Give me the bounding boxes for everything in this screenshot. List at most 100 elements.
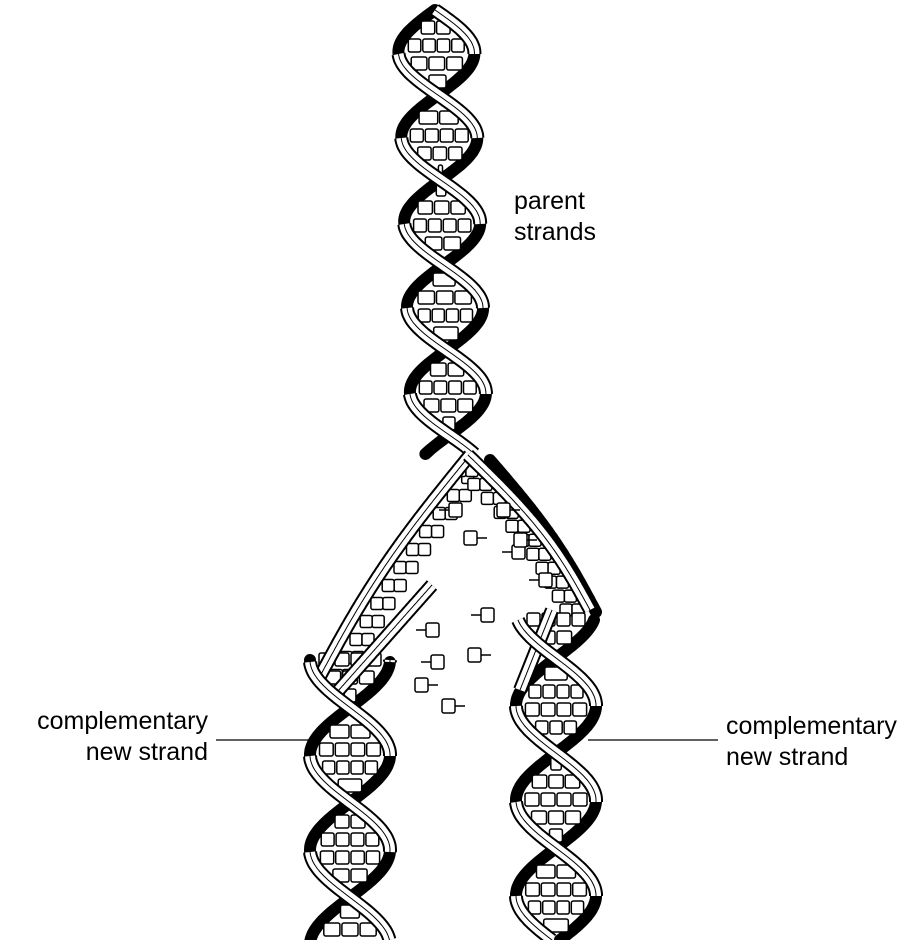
fork-left-base [432,526,444,538]
parent-base-pair [414,219,427,232]
right-daughter-base-pair [557,883,571,896]
parent-base-pair [428,219,441,232]
left-daughter-base-pair [335,743,349,756]
parent-base-pair [437,291,454,304]
left-daughter-base-pair [335,815,349,828]
parent-base-pair [435,201,449,214]
parent-base-pair [460,309,472,322]
fork-left-base [394,580,406,592]
right-daughter-base-pair [543,901,555,914]
parent-base-pair [431,363,447,376]
parent-base-pair [458,399,473,412]
right-daughter-base-pair [573,793,587,806]
free-nucleotide [431,655,444,669]
parent-base-pair [418,201,432,214]
parent-base-pair [421,21,435,34]
right-daughter-base-pair [527,613,540,626]
parent-base-pair [444,237,461,250]
fork-left-base [383,598,395,610]
right-daughter-base-pair [525,703,539,716]
parent-base-pair [419,111,438,124]
free-nucleotide [415,678,428,692]
right-new-strand-label: complementary new strand [726,711,897,773]
fork-right-base [506,520,518,532]
free-nucleotide [426,623,439,637]
parent-strands-label: parent strands [514,186,596,248]
right-daughter-base-pair [557,793,571,806]
right-daughter-base-pair [532,775,547,788]
parent-base-pair [419,381,432,394]
parent-base-pair [408,39,421,52]
parent-base-pair [446,309,458,322]
parent-base-pair [449,147,462,160]
parent-base-pair [433,147,446,160]
left-daughter-base-pair [351,833,364,846]
right-daughter-base-pair [549,811,564,824]
left-daughter-base-pair [336,851,349,864]
left-daughter-base-pair [320,743,334,756]
right-daughter-base-pair [557,685,569,698]
fork-right-base [552,590,564,602]
left-daughter-base-pair [351,743,365,756]
right-daughter-base-pair [537,865,556,878]
parent-base-pair [437,39,450,52]
parent-base-pair [449,381,462,394]
left-daughter-base-pair [366,851,379,864]
parent-base-pair [432,309,444,322]
left-daughter-base-pair [367,743,381,756]
parent-base-pair [418,291,435,304]
left-daughter-base-pair [337,761,349,774]
parent-strands-label-line1: parent [514,186,596,217]
right-daughter-base-pair [564,721,576,734]
fork-left-base [371,598,383,610]
parent-base-pair [443,219,456,232]
right-daughter-base-pair [550,721,562,734]
left-daughter-base-pair [342,923,358,936]
left-daughter-base-pair [321,833,334,846]
fork-left-base [406,562,418,574]
fork-left-base [372,616,384,628]
right-daughter-base-pair [573,703,587,716]
fork-right-base [481,492,493,504]
free-nucleotide [442,699,455,713]
fork-left-base [407,544,419,556]
right-daughter-base-pair [566,811,581,824]
left-new-strand-label-line2: new strand [37,737,208,768]
right-daughter-base-pair [541,703,555,716]
parent-base-pair [429,57,445,70]
right-daughter-base-pair [529,685,541,698]
parent-base-pair [440,129,453,142]
parent-base-pair [441,399,456,412]
parent-base-pair [464,381,477,394]
left-daughter-base-pair [330,725,349,738]
parent-base-pair [423,39,436,52]
free-nucleotide [497,503,510,517]
right-new-strand-label-line2: new strand [726,742,897,773]
free-nucleotide [449,503,462,517]
left-daughter-base-pair [365,761,377,774]
left-new-strand-label-line1: complementary [37,706,208,737]
free-nucleotide [468,648,481,662]
left-daughter-base-pair [336,833,349,846]
parent-strands-label-line2: strands [514,217,596,248]
right-daughter-base-pair [541,793,555,806]
left-daughter-base-pair [351,869,367,882]
right-daughter-base-pair [571,901,583,914]
right-daughter-base-pair [557,703,571,716]
right-daughter-base-pair [557,613,570,626]
free-nucleotide [481,608,494,622]
right-daughter-base-pair [573,883,587,896]
fork-left-base [360,616,372,628]
right-daughter-base-pair [557,901,569,914]
parent-base-pair [447,57,463,70]
right-daughter-base-pair [526,883,540,896]
right-daughter-base-pair [543,685,555,698]
right-daughter-base-pair [557,631,572,644]
parent-base-pair [425,129,438,142]
fork-left-base [459,490,471,502]
left-daughter-base-pair [351,761,363,774]
fork-right-base [527,548,539,560]
fork-left-base [350,634,362,646]
